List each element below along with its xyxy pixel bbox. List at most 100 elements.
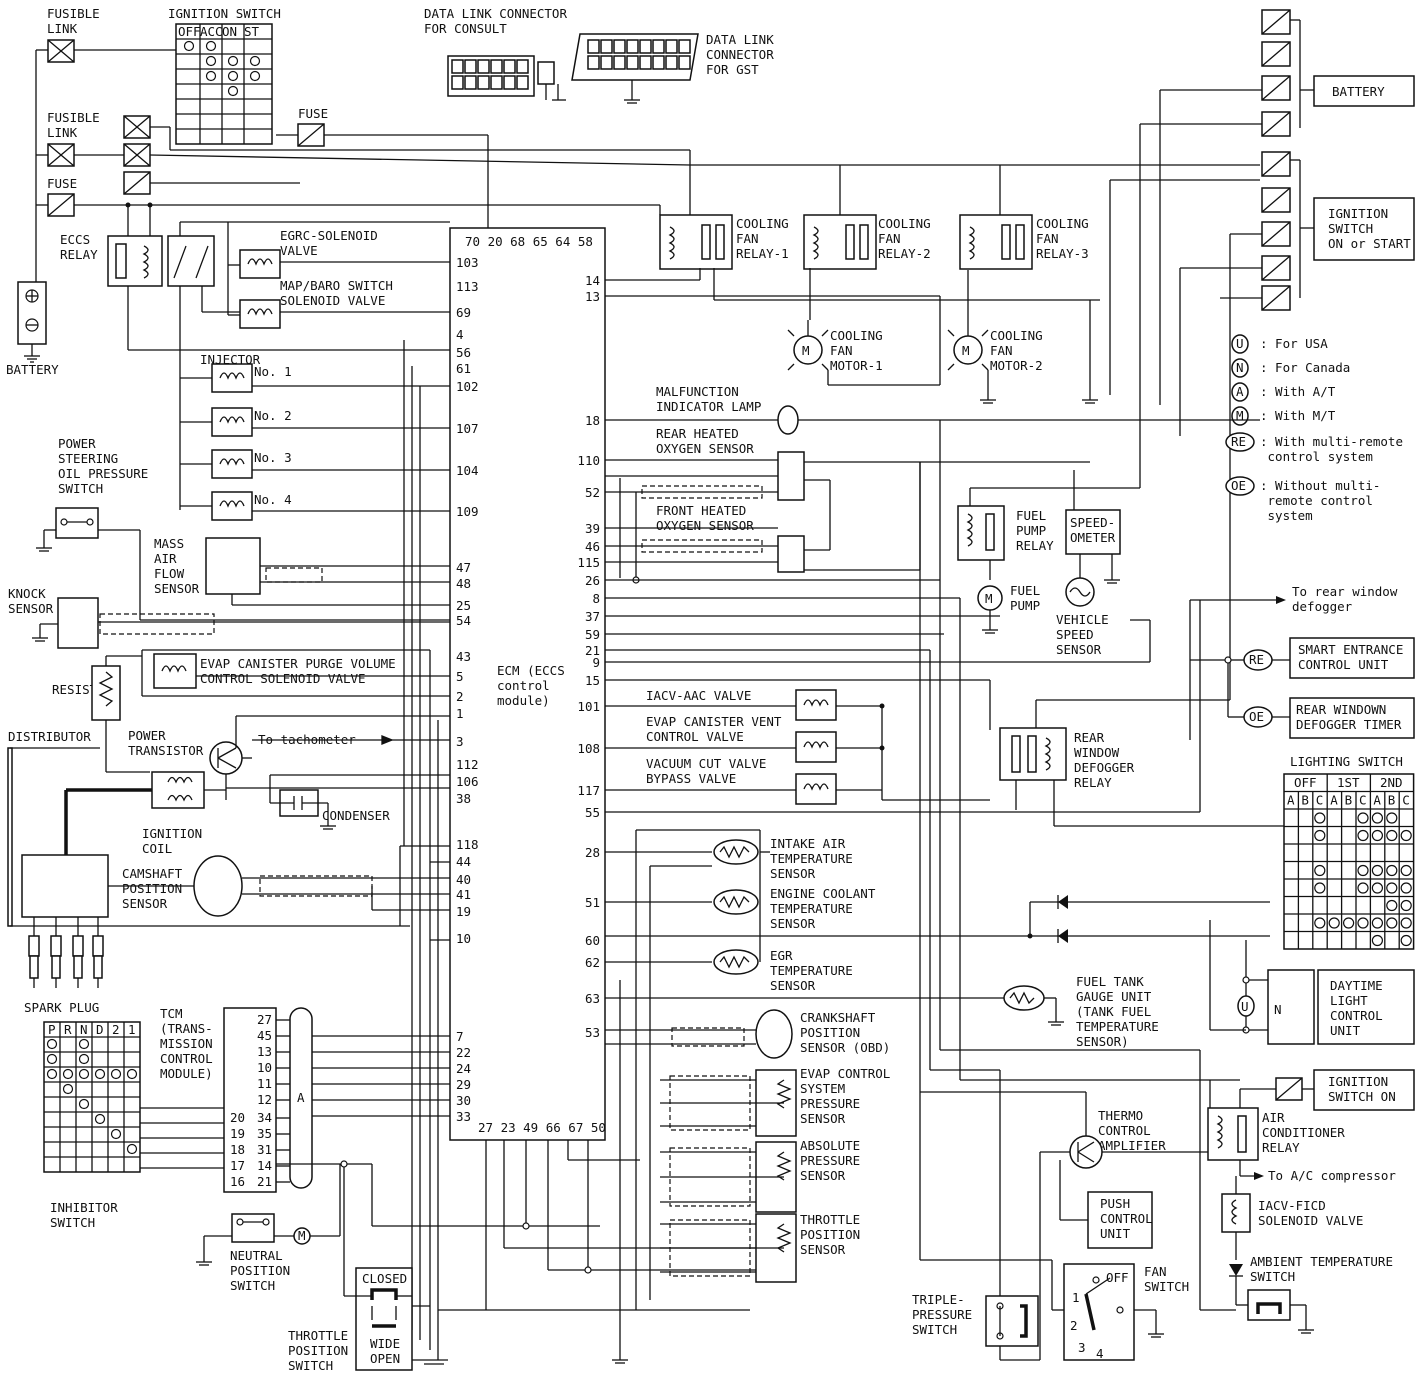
ecm-left-pin: 109 [456, 504, 479, 519]
lighting-switch-label: LIGHTING SWITCH [1290, 754, 1403, 769]
ecm-right-pin: 62 [585, 955, 600, 970]
cooling-fan-relays [659, 214, 1033, 270]
ecm-right-pin: 63 [585, 991, 600, 1006]
ecm-left-pin: 22 [456, 1045, 471, 1060]
light-group: OFF [1294, 775, 1317, 790]
ecm-left-pin: 112 [456, 757, 479, 772]
spark-plugs [28, 917, 104, 988]
to-ac-label: To A/C compressor [1268, 1168, 1396, 1183]
battery-right-label: BATTERY [1332, 84, 1385, 99]
ecm-left-pin: 69 [456, 305, 471, 320]
distributor-label: DISTRIBUTOR [8, 729, 91, 744]
light-col: B [1301, 793, 1309, 808]
battery-left-label: BATTERY [6, 362, 59, 377]
ecm-left-pin: 4 [456, 327, 464, 342]
tcm-pin: 17 [230, 1158, 245, 1173]
inhib-col: 1 [128, 1022, 136, 1037]
fuse-2-label: FUSE [298, 106, 328, 121]
ecm-left-pin: 33 [456, 1109, 471, 1124]
ecm-right-pin: 37 [585, 609, 600, 624]
light-col: B [1388, 793, 1396, 808]
oe-symbol: OE [1249, 709, 1264, 724]
ecm-right-pin: 59 [585, 627, 600, 642]
fan-position: 3 [1078, 1340, 1086, 1355]
ecm-left-pin: 5 [456, 669, 464, 684]
ecm-right-pin: 110 [577, 453, 600, 468]
legend-text: : With A/T [1260, 384, 1336, 399]
injector-no: No. 3 [254, 450, 292, 465]
ecm-left-pin: 47 [456, 560, 471, 575]
left-bus [403, 340, 448, 1365]
ecm-left-pin: 56 [456, 345, 471, 360]
ecm-bottom-pins: 27 23 49 66 67 50 [478, 1120, 606, 1135]
cfm1-m: M [802, 343, 810, 358]
n-symbol: N [1274, 1002, 1282, 1017]
ecm-left-pin: 40 [456, 872, 471, 887]
ecm-right-pin: 9 [592, 655, 600, 670]
legend-symbol: N [1236, 360, 1244, 375]
ecm-left-pin: 41 [456, 887, 471, 902]
spark-plug-label: SPARK PLUG [24, 1000, 99, 1015]
pressure-sensors [660, 1069, 797, 1283]
inhib-col: R [64, 1022, 72, 1037]
legend-symbol: OE [1231, 478, 1246, 493]
ecm-left-pin: 19 [456, 904, 471, 919]
u-symbol: U [1241, 999, 1249, 1014]
ecm-left-pin: 104 [456, 463, 479, 478]
ecm-left-pin: 103 [456, 255, 479, 270]
ecm-right-pin: 53 [585, 1025, 600, 1040]
ecm-left-pin: 107 [456, 421, 479, 436]
ecm-left-pin: 29 [456, 1077, 471, 1092]
ecm-right-pin: 52 [585, 485, 600, 500]
ecm-right-pin: 13 [585, 289, 600, 304]
ecm-right-pin: 108 [577, 741, 600, 756]
fan-position: 2 [1070, 1318, 1078, 1333]
ecm-left-pin: 43 [456, 649, 471, 664]
ign-col-off: OFF [178, 24, 201, 39]
ecm-right-pin: 117 [577, 783, 600, 798]
light-col: A [1287, 793, 1295, 808]
tcm-pin: 34 [257, 1110, 272, 1125]
ecm-left-pin: 3 [456, 734, 464, 749]
ecm-right-pin: 26 [585, 573, 600, 588]
ecm-left-pin: 25 [456, 598, 471, 613]
ecm-left-pin: 7 [456, 1029, 464, 1044]
injector-no: No. 4 [254, 492, 292, 507]
tcm-pin: 20 [230, 1110, 245, 1125]
ecm-right-pin: 46 [585, 539, 600, 554]
tcm-pin: 35 [257, 1126, 272, 1141]
legend-text: : With multi-remote control system [1260, 434, 1403, 464]
ign-col-on: ON [222, 24, 237, 39]
injector-no: No. 2 [254, 408, 292, 423]
temp-sensors [713, 839, 759, 975]
tcm-pin: 21 [257, 1174, 272, 1189]
